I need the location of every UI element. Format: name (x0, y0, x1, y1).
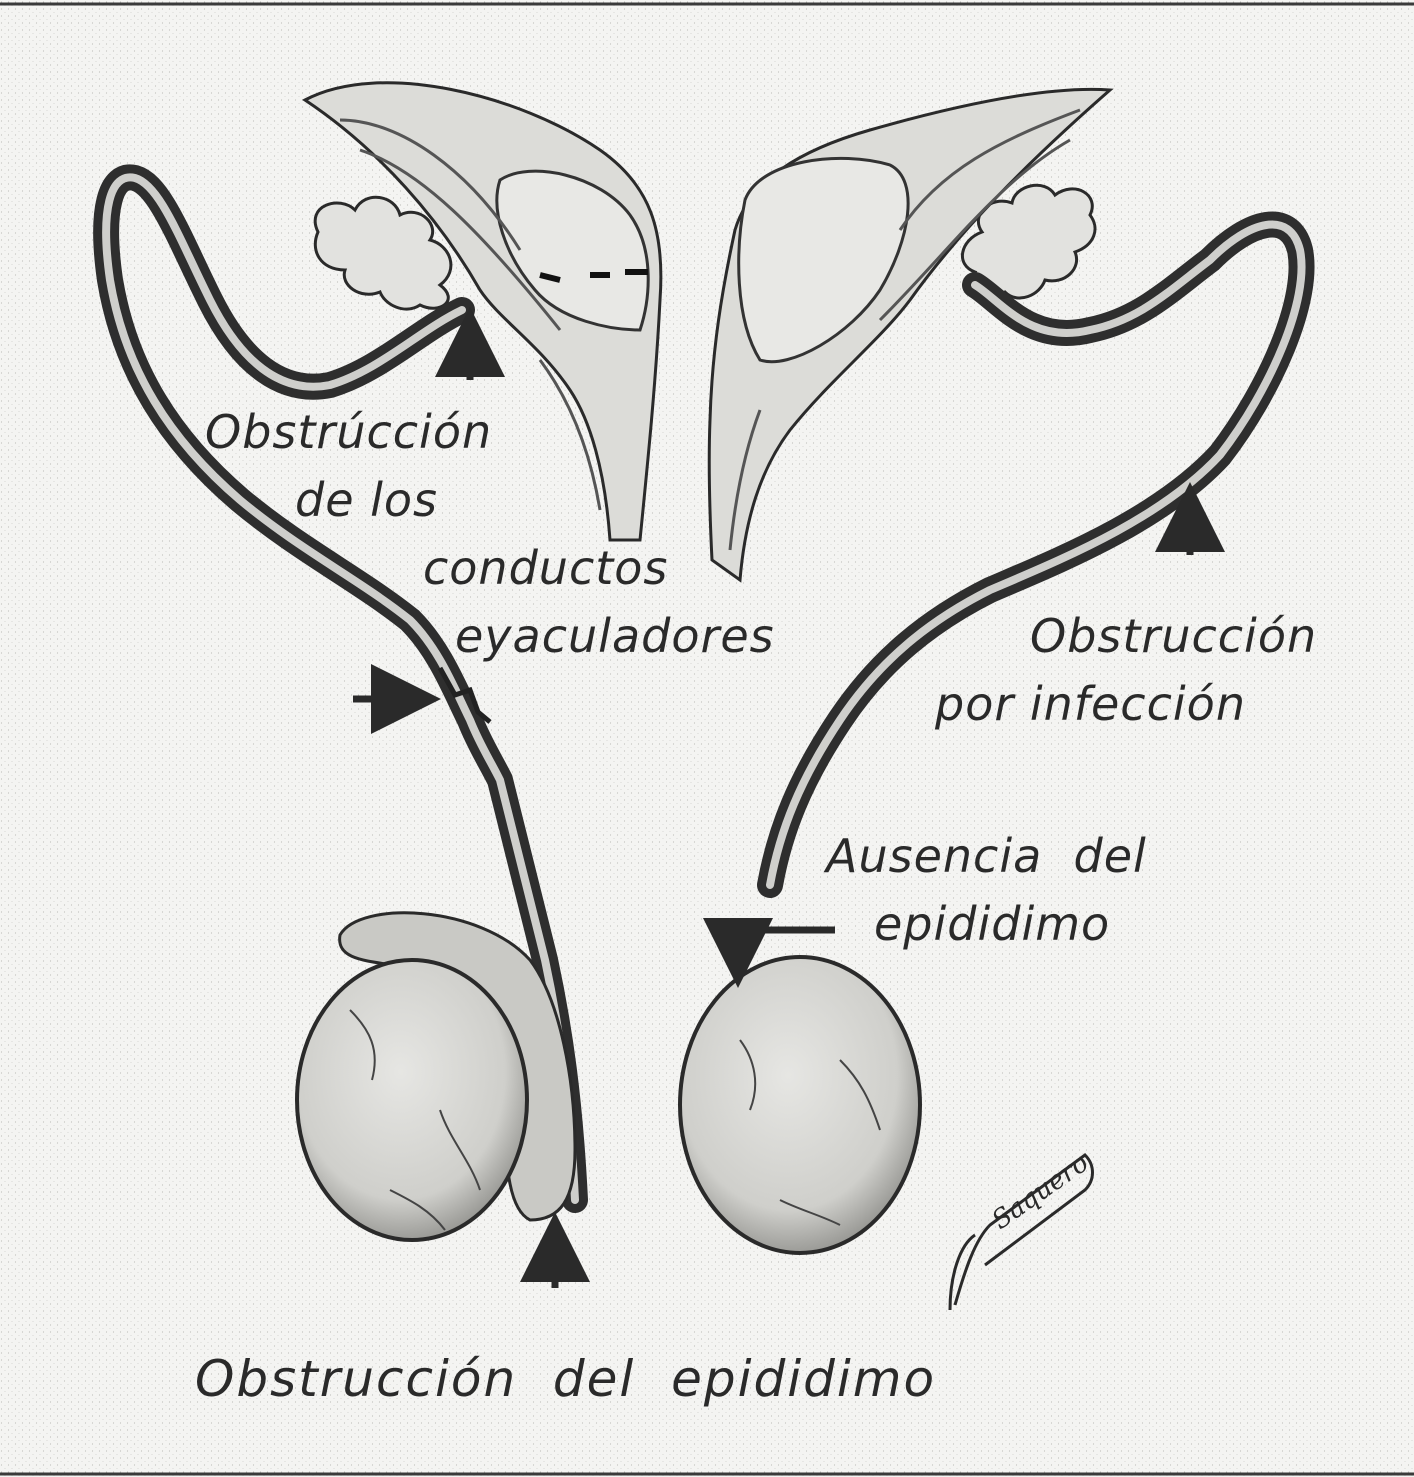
label-line: eyaculadores (205, 602, 775, 670)
label-line: conductos (205, 534, 775, 602)
label-absent-epididymis: Ausencia del epididimo (826, 822, 1147, 958)
label-line: Obstrucción del epididimo (195, 1345, 936, 1413)
label-line: de los (205, 466, 775, 534)
label-infection-obstruction: Obstrucción por infección (935, 602, 1317, 738)
label-line: por infección (935, 670, 1317, 738)
label-line: Obstrúcción (205, 398, 775, 466)
left-testis (297, 960, 527, 1240)
label-line: Ausencia del (826, 822, 1147, 890)
label-line: epididimo (826, 890, 1147, 958)
label-line: Obstrucción (935, 602, 1317, 670)
label-epididymis-obstruction: Obstrucción del epididimo (195, 1345, 936, 1413)
label-ejaculatory-duct-obstruction: Obstrúcción de los conductos eyaculadore… (205, 398, 775, 670)
